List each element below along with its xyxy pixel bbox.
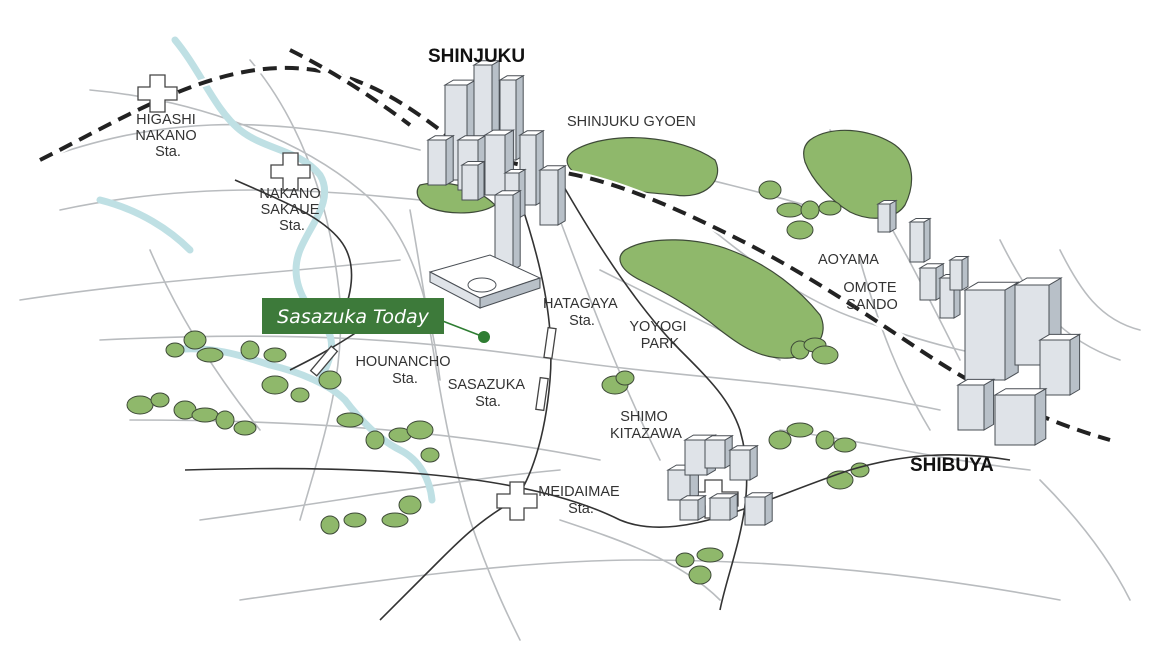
building <box>948 255 970 291</box>
tree-clump <box>398 495 422 515</box>
label-meidaimae: MEIDAIMAE Sta. <box>538 484 623 517</box>
tree-clump <box>615 370 635 386</box>
nakano-sakaue-crossing <box>270 152 311 191</box>
tree-clump <box>318 370 342 390</box>
building <box>538 164 568 226</box>
tree-clump <box>126 395 154 415</box>
tree-clump <box>688 565 712 585</box>
marker-label-bg <box>262 298 444 334</box>
tree-clump <box>815 430 835 450</box>
tree-clump <box>786 422 814 438</box>
tree-clump <box>191 407 219 423</box>
tree-clump <box>320 515 340 535</box>
building <box>703 434 735 469</box>
tree-clusters <box>126 180 870 585</box>
building <box>708 492 740 521</box>
shinjuku-podium <box>428 254 542 309</box>
tree-clump <box>290 387 310 403</box>
tree-clump <box>196 347 224 363</box>
sasazuka-today-marker[interactable]: Sasazuka Today <box>262 298 490 343</box>
meidaimae-crossing <box>496 481 538 521</box>
building <box>963 281 1021 381</box>
sasazuka-train-car <box>535 376 549 412</box>
building <box>426 134 456 186</box>
tree-clump <box>343 512 367 528</box>
label-yoyogi-park: YOYOGI PARK <box>629 319 690 352</box>
building <box>956 378 996 431</box>
tree-clump <box>776 202 804 218</box>
label-higashi-nakano: HIGASHI NAKANO Sta. <box>135 112 200 160</box>
building <box>908 217 932 263</box>
tree-clump <box>786 220 814 240</box>
tree-clump <box>365 430 385 450</box>
building <box>728 444 760 481</box>
tree-clump <box>675 552 695 568</box>
label-hounancho: HOUNANCHO Sta. <box>355 354 454 387</box>
tree-clump <box>406 420 434 440</box>
tree-clump <box>183 330 207 350</box>
label-omotesando: OMOTE SANDO <box>843 280 900 313</box>
label-shinjuku: SHINJUKU <box>428 46 525 67</box>
tree-clump <box>261 375 289 395</box>
building <box>460 160 486 201</box>
tree-clump <box>800 200 820 220</box>
tree-clump <box>811 345 839 365</box>
label-sasazuka: SASAZUKA Sta. <box>448 377 529 410</box>
label-shibuya: SHIBUYA <box>910 455 994 476</box>
tree-clump <box>381 512 409 528</box>
label-aoyama: AOYAMA <box>818 252 879 268</box>
map-labels: SHINJUKU SHIBUYA SHINJUKU GYOEN AOYAMA H… <box>135 46 994 517</box>
building <box>743 491 775 526</box>
building-clusters <box>426 59 1082 526</box>
label-shimo-kitazawa: SHIMO KITAZAWA <box>610 409 682 442</box>
tree-clump <box>150 392 170 408</box>
marker-label: Sasazuka Today <box>277 306 430 328</box>
tree-clump <box>833 437 857 453</box>
tree-clump <box>696 547 724 563</box>
tree-clump <box>768 430 792 450</box>
building <box>993 387 1048 446</box>
building <box>472 59 502 151</box>
hounancho-train-car <box>309 345 339 377</box>
hatagaya-train-car <box>543 326 557 360</box>
shinjuku-gyoen-park <box>566 137 719 197</box>
tree-clump <box>758 180 782 200</box>
label-nakano-sakaue: NAKANO SAKAUE Sta. <box>259 186 324 234</box>
tree-clump <box>336 412 364 428</box>
building <box>876 199 898 233</box>
tree-clump <box>233 420 257 436</box>
building <box>678 494 708 521</box>
tree-clump <box>263 347 287 363</box>
tree-clump <box>215 410 235 430</box>
tree-clump <box>240 340 260 360</box>
building <box>1038 333 1082 396</box>
higashi-nakano-crossing <box>137 74 178 113</box>
label-hatagaya: HATAGAYA Sta. <box>543 296 621 329</box>
building <box>493 189 523 271</box>
tree-clump <box>420 447 440 463</box>
tree-clump <box>165 342 185 358</box>
tree-clump <box>818 200 842 216</box>
label-shinjuku-gyoen: SHINJUKU GYOEN <box>567 114 696 130</box>
marker-dot <box>478 331 490 343</box>
